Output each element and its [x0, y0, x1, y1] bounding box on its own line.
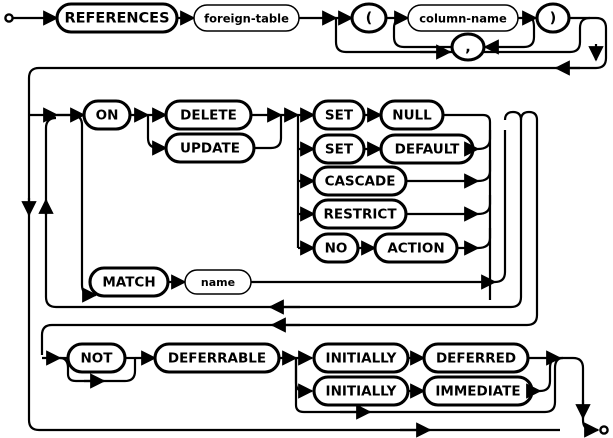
node-not-label: NOT	[81, 351, 114, 367]
node-comma-label: ,	[465, 40, 471, 56]
node-no-label: NO	[325, 241, 348, 257]
node-set-default-set-label: SET	[325, 142, 354, 158]
rail-not-bypass	[59, 356, 137, 383]
node-default-label: DEFAULT	[395, 142, 460, 158]
rail-default-merge	[477, 130, 492, 151]
node-rparen-label: )	[550, 11, 557, 27]
rail-bypass-join-to-wrap	[569, 16, 591, 54]
node-deferred-label: DEFERRED	[436, 351, 516, 367]
rail-action-merge	[477, 228, 492, 250]
node-delete-label: DELETE	[180, 108, 237, 124]
rail-main-left-spine	[27, 66, 560, 432]
node-deferrable-label: DEFERRABLE	[168, 351, 266, 367]
node-lparen-label: (	[366, 11, 373, 27]
end-marker-icon	[599, 425, 609, 435]
rail-split-to-update	[146, 115, 168, 156]
node-match-label: MATCH	[102, 275, 155, 291]
node-set-null-set-label: SET	[325, 108, 354, 124]
node-null-label: NULL	[392, 108, 432, 124]
rail-optional-column-list-bypass-down	[334, 18, 570, 54]
rail-to-match	[80, 284, 98, 303]
node-update-label: UPDATE	[180, 141, 240, 157]
node-immediate-label: IMMEDIATE	[435, 384, 520, 400]
rail-group2-repeat-back-edge	[44, 110, 523, 309]
rail-group2-entry-split	[57, 113, 84, 285]
node-references-label: REFERENCES	[64, 11, 169, 27]
rail-row1-to-row2-wrap	[39, 16, 608, 70]
rail-row3-exit-down	[560, 356, 594, 432]
node-column-name-label: column-name	[419, 12, 507, 26]
node-on-label: ON	[96, 108, 119, 124]
rail-immediate-merge	[539, 356, 559, 393]
rail-comma-loop-right	[483, 16, 536, 55]
node-name-label: name	[201, 276, 235, 289]
rail-initially-bypass	[294, 358, 395, 414]
rail-initially-bypass-join	[395, 356, 564, 414]
node-initially-deferred-initially-label: INITIALLY	[326, 351, 397, 367]
rail-comma-loop-left	[392, 16, 452, 49]
rail-match-merge-up	[494, 130, 507, 284]
node-restrict-label: RESTRICT	[323, 207, 397, 223]
node-initially-immediate-initially-label: INITIALLY	[326, 384, 397, 400]
node-action-label: ACTION	[387, 241, 444, 257]
rail-null-merge	[443, 113, 492, 300]
start-marker-icon	[4, 13, 14, 23]
rail-restrict-merge	[477, 195, 492, 216]
rail-cascade-merge	[477, 160, 492, 183]
rail-group2-exit-to-row3	[40, 110, 539, 355]
rail-update-merge	[254, 115, 283, 150]
rail-to-initially-immediate	[294, 358, 314, 399]
node-cascade-label: CASCADE	[325, 174, 396, 190]
node-foreign-table-label: foreign-table	[204, 12, 289, 26]
